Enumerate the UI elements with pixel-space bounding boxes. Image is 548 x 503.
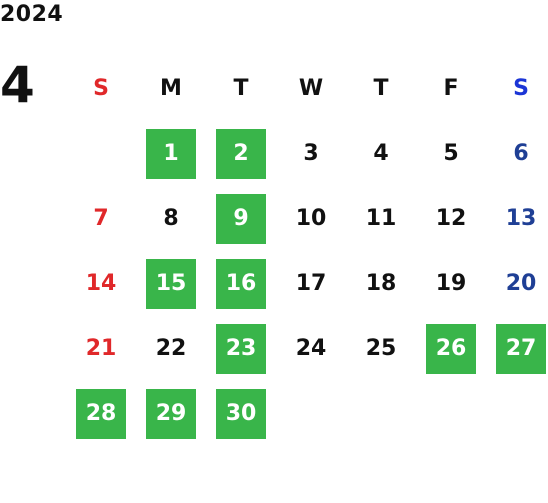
day-number: 1 [146, 128, 196, 179]
day-cell[interactable]: 10 [276, 186, 346, 251]
day-cell[interactable]: 4 [346, 121, 416, 186]
day-number: 5 [443, 141, 459, 166]
day-number: 8 [163, 206, 179, 231]
day-number: 9 [216, 193, 266, 244]
day-cell[interactable]: 19 [416, 251, 486, 316]
day-number: 13 [505, 206, 537, 231]
day-cell[interactable]: 30 [206, 381, 276, 446]
day-number: 14 [85, 271, 117, 296]
day-number: 28 [76, 388, 126, 439]
day-cell[interactable]: 11 [346, 186, 416, 251]
day-number: 15 [146, 258, 196, 309]
day-number: 17 [295, 271, 327, 296]
year-label: 2024 [0, 2, 64, 27]
day-number: 16 [216, 258, 266, 309]
day-number: 24 [295, 336, 327, 361]
day-number: 7 [93, 206, 109, 231]
day-number: 4 [373, 141, 389, 166]
day-cell[interactable]: 26 [416, 316, 486, 381]
day-number: 19 [435, 271, 467, 296]
day-cell[interactable]: 28 [66, 381, 136, 446]
day-cell[interactable]: 24 [276, 316, 346, 381]
day-cell[interactable]: 12 [416, 186, 486, 251]
day-cell[interactable]: 1 [136, 121, 206, 186]
day-number: 11 [365, 206, 397, 231]
day-number: 22 [155, 336, 187, 361]
weekday-saturday: S [513, 76, 529, 101]
day-number: 30 [216, 388, 266, 439]
weekday-friday: F [443, 76, 459, 101]
day-cell[interactable]: 2 [206, 121, 276, 186]
day-number: 21 [85, 336, 117, 361]
weekday-tuesday: T [233, 76, 249, 101]
weekday-monday: M [160, 76, 182, 101]
day-cell[interactable]: 3 [276, 121, 346, 186]
weekday-sunday: S [93, 76, 109, 101]
weekday-thursday: T [373, 76, 389, 101]
day-number: 20 [505, 271, 537, 296]
day-cell[interactable]: 16 [206, 251, 276, 316]
day-cell[interactable]: 27 [486, 316, 548, 381]
empty-day-cell [66, 121, 136, 186]
day-cell[interactable]: 20 [486, 251, 548, 316]
month-number: 4 [0, 56, 35, 114]
weekday-wednesday: W [298, 76, 324, 101]
day-number [76, 129, 126, 179]
day-cell[interactable]: 22 [136, 316, 206, 381]
day-number: 29 [146, 388, 196, 439]
day-cell[interactable]: 14 [66, 251, 136, 316]
day-number: 18 [365, 271, 397, 296]
day-cell[interactable]: 5 [416, 121, 486, 186]
day-number: 23 [216, 323, 266, 374]
day-number: 2 [216, 128, 266, 179]
day-number: 10 [295, 206, 327, 231]
day-cell[interactable]: 21 [66, 316, 136, 381]
day-number: 6 [513, 141, 529, 166]
day-cell[interactable]: 8 [136, 186, 206, 251]
day-number: 12 [435, 206, 467, 231]
day-cell[interactable]: 25 [346, 316, 416, 381]
day-cell[interactable]: 13 [486, 186, 548, 251]
day-number: 3 [303, 141, 319, 166]
day-number: 27 [496, 323, 546, 374]
day-cell[interactable]: 29 [136, 381, 206, 446]
day-cell[interactable]: 23 [206, 316, 276, 381]
day-cell[interactable]: 6 [486, 121, 548, 186]
day-cell[interactable]: 7 [66, 186, 136, 251]
day-cell[interactable]: 17 [276, 251, 346, 316]
day-number: 25 [365, 336, 397, 361]
day-cell[interactable]: 15 [136, 251, 206, 316]
day-number: 26 [426, 323, 476, 374]
day-cell[interactable]: 18 [346, 251, 416, 316]
day-cell[interactable]: 9 [206, 186, 276, 251]
